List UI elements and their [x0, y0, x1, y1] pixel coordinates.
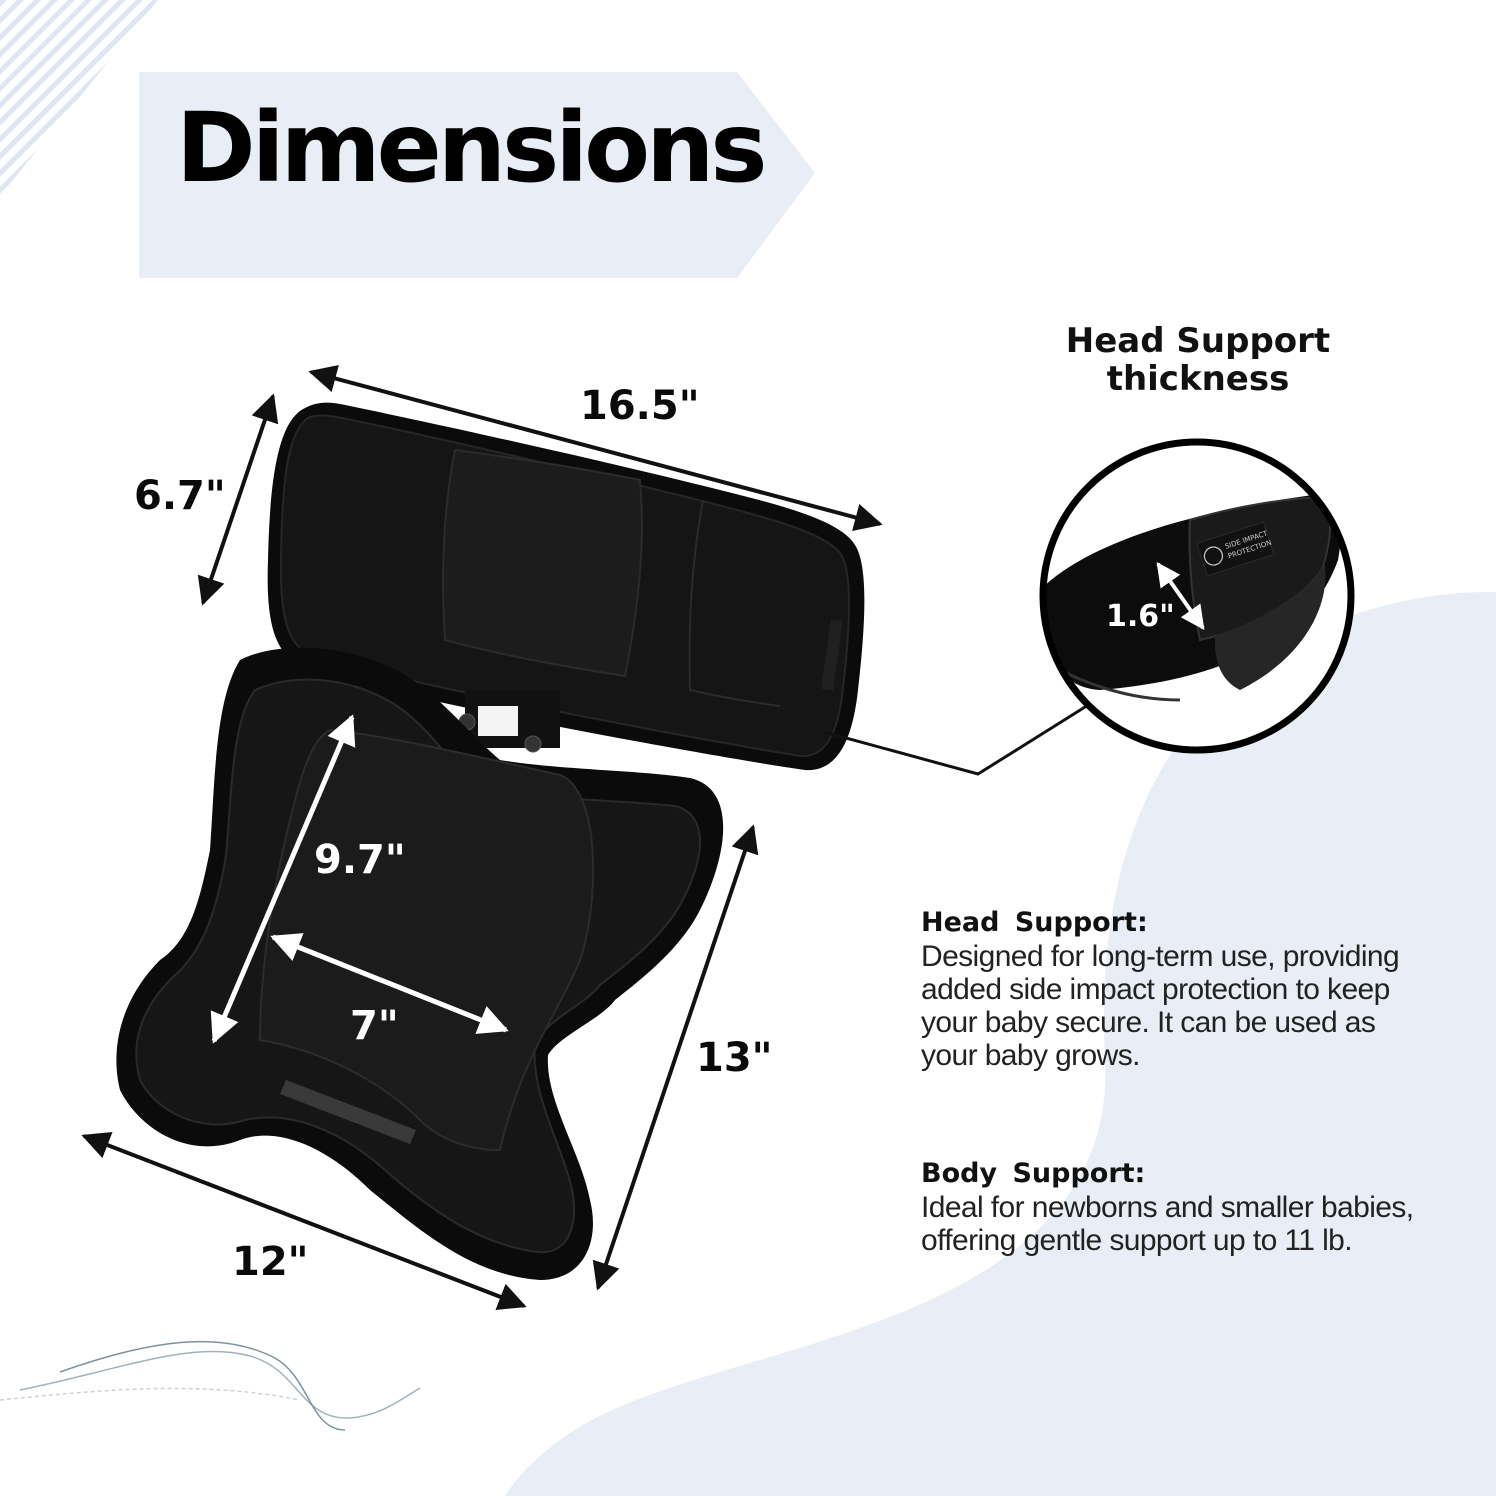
- arrow-16-5: [308, 364, 883, 532]
- info-body-support: Body Support: Ideal for newborns and sma…: [921, 1157, 1461, 1257]
- callout-title-line-2: thickness: [1106, 359, 1290, 399]
- dim-label-body-inner-width: 7": [350, 1003, 399, 1049]
- tag-label: SIDE IMPACT PROTECTION: [1196, 521, 1275, 577]
- dim-label-head-thickness: 1.6": [1106, 599, 1175, 634]
- dim-label-head-height: 6.7": [134, 473, 226, 519]
- arrow-12: [81, 1132, 527, 1310]
- callout-title-line-1: Head Support: [1065, 321, 1331, 361]
- decorative-waves: [0, 1340, 421, 1431]
- decorative-stripes: [0, 0, 158, 196]
- info-line: your baby secure. It can be used as: [921, 1006, 1376, 1039]
- dim-label-body-height: 13": [696, 1035, 773, 1081]
- dim-label-body-inner-height: 9.7": [314, 837, 406, 883]
- title-banner: [139, 72, 815, 278]
- info-line: Designed for long-term use, providing: [921, 940, 1400, 973]
- info-heading: Head Support:: [921, 907, 1148, 938]
- background-blob: [505, 591, 1496, 1496]
- snap-connector: [458, 690, 560, 753]
- dim-label-body-width: 12": [232, 1239, 309, 1285]
- callout-connector: [823, 700, 1094, 776]
- arrow-6-7: [197, 393, 279, 606]
- arrow-13: [592, 824, 759, 1291]
- dim-label-head-width: 16.5": [580, 383, 700, 429]
- info-line: added side impact protection to keep: [921, 973, 1390, 1006]
- arrow-9-7: [210, 714, 356, 1044]
- arrow-7: [270, 933, 509, 1034]
- callout-title: Head Support thickness: [1048, 322, 1348, 398]
- info-heading: Body Support:: [921, 1158, 1146, 1189]
- info-line: your baby grows.: [921, 1039, 1140, 1072]
- info-line: Ideal for newborns and smaller babies,: [921, 1191, 1414, 1224]
- thickness-lens: SIDE IMPACT PROTECTION: [1039, 438, 1355, 754]
- info-head-support: Head Support: Designed for long-term use…: [921, 906, 1461, 1072]
- page-title: Dimensions: [176, 92, 768, 204]
- info-line: offering gentle support up to 11 lb.: [921, 1224, 1353, 1257]
- arrow-1-6: [1156, 562, 1205, 630]
